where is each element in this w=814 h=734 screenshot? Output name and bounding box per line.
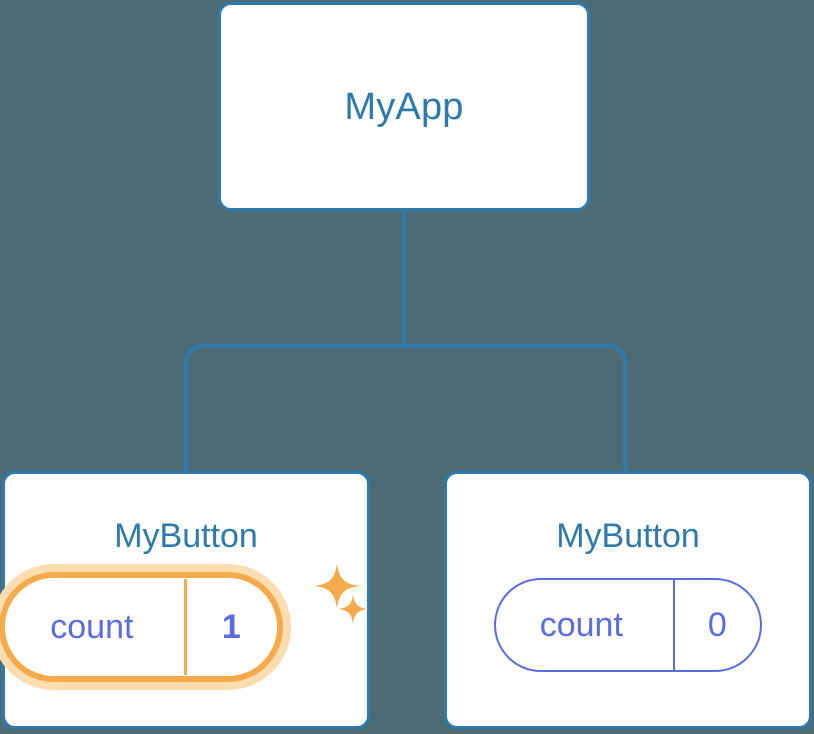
node-mybutton-right[interactable]: MyButton count 0 — [444, 471, 812, 729]
state-value-right: 0 — [707, 606, 727, 644]
node-mybutton-right-title: MyButton — [556, 517, 700, 555]
node-mybutton-left[interactable]: MyButton count 1 — [0, 471, 370, 729]
connector-to-child-right — [404, 344, 627, 471]
state-value-left: 1 — [221, 608, 241, 646]
connector-to-child-left — [184, 344, 404, 471]
state-key-right: count — [496, 580, 675, 670]
state-pill-left[interactable]: count 1 — [0, 564, 367, 690]
state-pill-right[interactable]: count 0 — [494, 578, 762, 672]
state-key-left: count — [6, 579, 187, 675]
node-myapp[interactable]: MyApp — [218, 2, 590, 211]
node-mybutton-left-title: MyButton — [114, 517, 258, 555]
node-myapp-title: MyApp — [344, 85, 464, 128]
